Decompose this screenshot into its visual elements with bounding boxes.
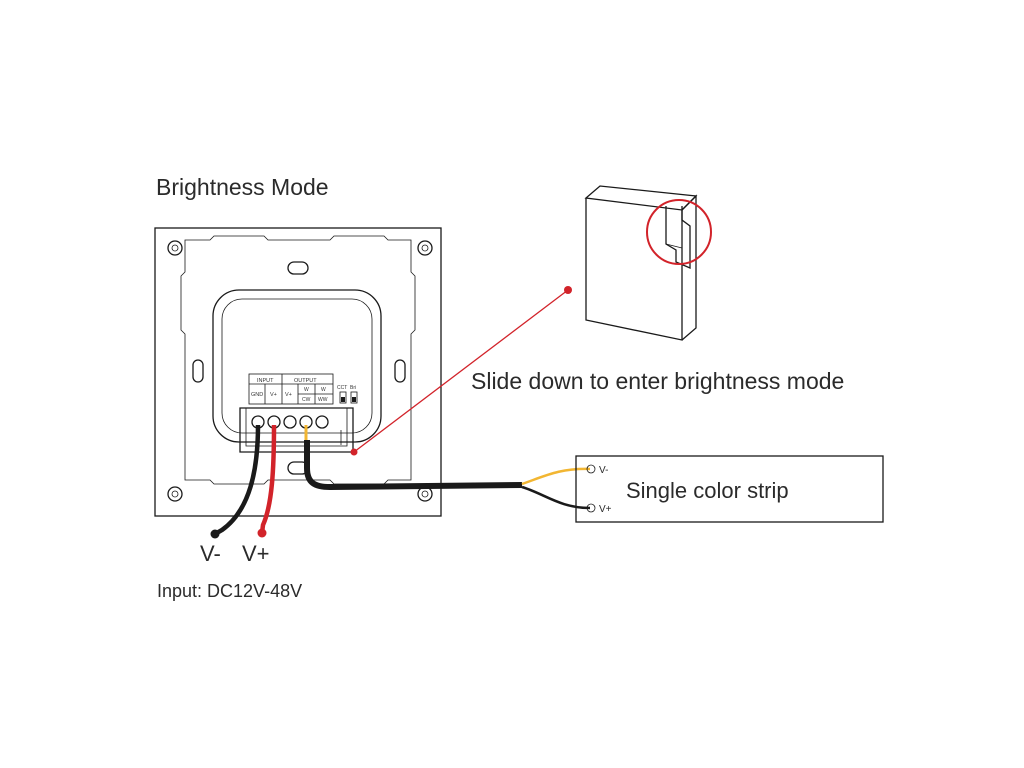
switch-detail-highlight (646, 199, 712, 265)
input-positive-label: V+ (242, 541, 270, 566)
input-header: INPUT (257, 378, 274, 384)
terminal-screws (251, 415, 329, 429)
callout-text: Slide down to enter brightness mode (471, 368, 844, 394)
strip-wire-yellow (521, 467, 591, 486)
dip-switch-bri (350, 391, 358, 404)
screw-bottom-right (417, 486, 433, 502)
switch-bri-label: Bri (350, 385, 356, 391)
callout-start-dot (564, 286, 572, 294)
terminal-cw-label: CW (302, 397, 311, 403)
input-wire-positive-end (257, 528, 267, 538)
mount-slot-top (287, 261, 309, 275)
terminal-w2-label: W (321, 387, 326, 393)
input-wire-negative (213, 424, 261, 536)
terminal-w1-label: W (304, 387, 309, 393)
terminal-gnd-label: GND (251, 392, 263, 398)
input-wire-negative-end (210, 529, 220, 539)
callout-pointer-line (353, 289, 569, 453)
screw-top-right (417, 240, 433, 256)
mount-slot-right (394, 359, 406, 383)
input-voltage-label: Input: DC12V-48V (157, 581, 302, 601)
led-strip: V- V+ Single color strip (575, 455, 884, 523)
strip-pin-positive-label: V+ (599, 504, 612, 515)
callout-end-dot (350, 448, 358, 456)
switch-detail (584, 185, 712, 341)
output-cable (304, 440, 523, 491)
input-negative-label: V- (200, 541, 221, 566)
switch-cct-label: CCT (337, 385, 347, 391)
strip-wire-black (521, 485, 591, 510)
module-housing (212, 289, 382, 443)
strip-pad-negative (586, 464, 596, 474)
wall-panel (154, 227, 442, 517)
diagram-title: Brightness Mode (156, 174, 329, 200)
dip-switch-cct (339, 391, 347, 404)
strip-pad-positive (586, 503, 596, 513)
output-header: OUTPUT (294, 378, 317, 384)
strip-label: Single color strip (626, 478, 789, 503)
mount-slot-left (192, 359, 204, 383)
screw-top-left (167, 240, 183, 256)
input-wire-positive (259, 424, 277, 534)
screw-bottom-left (167, 486, 183, 502)
terminal-vplus-out-label: V+ (285, 392, 292, 398)
terminal-ww-label: WW (318, 397, 328, 403)
strip-pin-negative-label: V- (599, 465, 608, 476)
terminal-vplus-in-label: V+ (270, 392, 277, 398)
